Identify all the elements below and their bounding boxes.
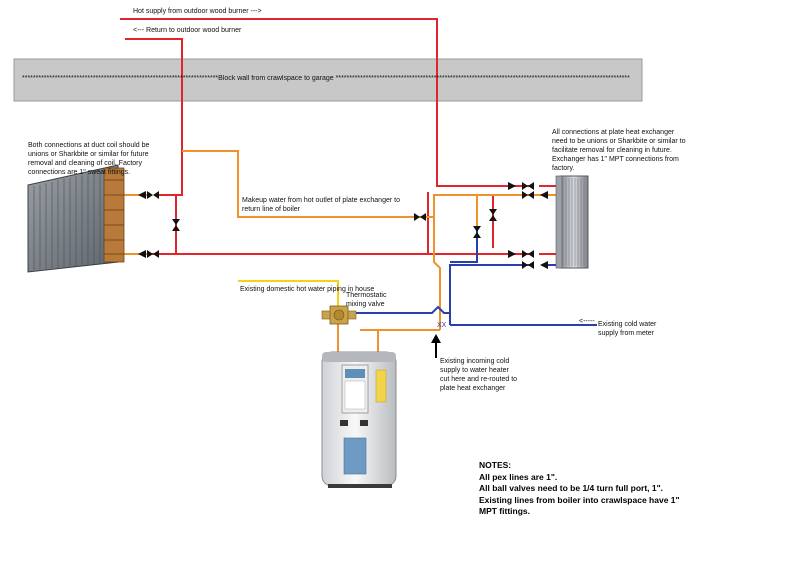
ball-valve-icon	[414, 213, 426, 221]
water-heater-icon	[321, 351, 397, 488]
duct-coil-note: Both connections at duct coil should be …	[28, 142, 150, 176]
notes-block: NOTES: All pex lines are 1". All ball va…	[479, 460, 779, 518]
mixing-valve-label: Thermostatic mixing valve	[346, 292, 387, 308]
makeup-water-lines	[122, 150, 556, 355]
notes-line: Existing lines from boiler into crawlspa…	[479, 494, 680, 505]
ball-valve-icon	[522, 182, 534, 190]
ball-valves	[147, 182, 534, 269]
ball-valve-icon	[147, 191, 159, 199]
ball-valve-icon	[473, 226, 481, 238]
cold-arrow-label: <-----	[579, 318, 595, 325]
cut-here-arrow	[431, 334, 441, 358]
hot-supply-label: Hot supply from outdoor wood burner --->	[133, 8, 262, 15]
block-wall-label: ****************************************…	[22, 75, 630, 82]
cold-supply-label: Existing cold water supply from meter	[598, 321, 657, 337]
duct-coil-icon	[27, 164, 125, 273]
notes-line: All pex lines are 1".	[479, 471, 558, 482]
ball-valve-icon	[522, 261, 534, 269]
plate-hx-note: All connections at plate heat exchanger …	[552, 129, 686, 172]
ball-valve-icon	[147, 250, 159, 258]
notes-heading: NOTES:	[479, 460, 512, 470]
mixing-valve-icon	[321, 305, 357, 325]
domestic-hot-water-line	[238, 280, 339, 306]
check-valve-icon	[138, 182, 548, 269]
notes-line: MPT fittings.	[479, 506, 530, 516]
cut-note: Existing incoming cold supply to water h…	[440, 358, 518, 392]
ball-valve-icon	[489, 209, 497, 221]
domestic-hot-label: Existing domestic hot water piping in ho…	[240, 286, 375, 293]
plate-heat-exchanger-icon	[555, 175, 589, 269]
ball-valve-icon	[172, 219, 180, 231]
makeup-water-label: Makeup water from hot outlet of plate ex…	[242, 197, 400, 213]
hot-supply-lines	[120, 18, 559, 260]
cut-marker: XX	[437, 322, 447, 329]
ball-valve-icon	[522, 191, 534, 199]
ball-valve-icon	[522, 250, 534, 258]
return-label: <--- Return to outdoor wood burner	[133, 27, 242, 34]
block-wall	[13, 58, 643, 102]
notes-line: All ball valves need to be 1/4 turn full…	[479, 483, 663, 493]
